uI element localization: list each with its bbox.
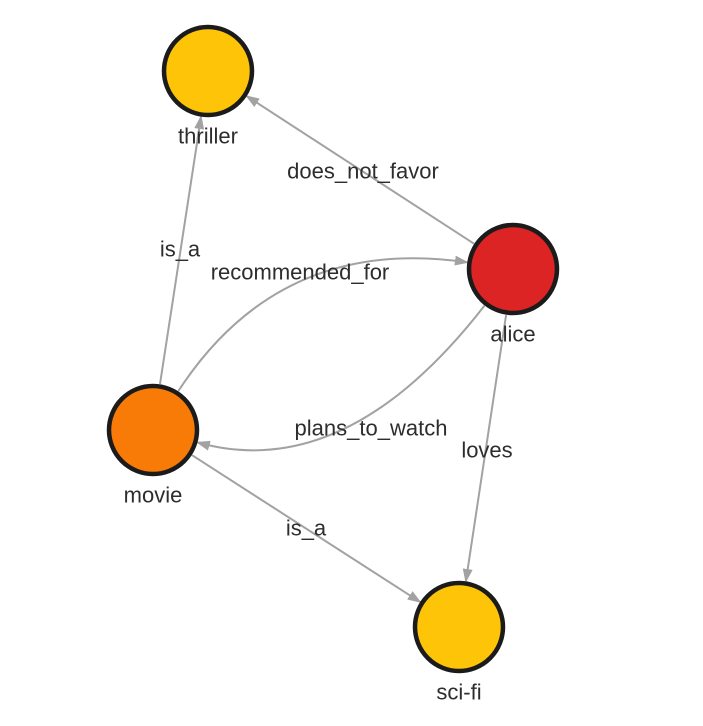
edge-label-is_a: is_a — [160, 237, 201, 262]
edge-label-loves: loves — [461, 438, 512, 463]
node-label-sci-fi: sci-fi — [436, 680, 481, 705]
node-label-movie: movie — [124, 483, 183, 508]
edge-label-is_a: is_a — [286, 516, 327, 541]
node-label-alice: alice — [490, 322, 535, 347]
node-alice[interactable] — [466, 222, 560, 316]
edge-recommended_for-movie-alice — [177, 255, 469, 392]
edge-is_a-movie-sci-fi — [191, 454, 422, 603]
edge-does_not_favor-alice-thriller — [245, 95, 475, 245]
node-movie[interactable] — [106, 383, 200, 477]
node-label-thriller: thriller — [178, 124, 238, 149]
node-sci-fi[interactable] — [412, 580, 506, 674]
edge-label-plans_to_watch: plans_to_watch — [295, 416, 448, 441]
node-thriller[interactable] — [161, 24, 255, 118]
edge-loves-alice-sci-fi — [462, 314, 508, 583]
edge-is_a-movie-thriller — [159, 115, 205, 385]
edge-label-recommended_for: recommended_for — [211, 260, 390, 285]
edge-label-does_not_favor: does_not_favor — [287, 159, 439, 184]
edge-plans_to_watch-alice-movie — [195, 305, 486, 452]
